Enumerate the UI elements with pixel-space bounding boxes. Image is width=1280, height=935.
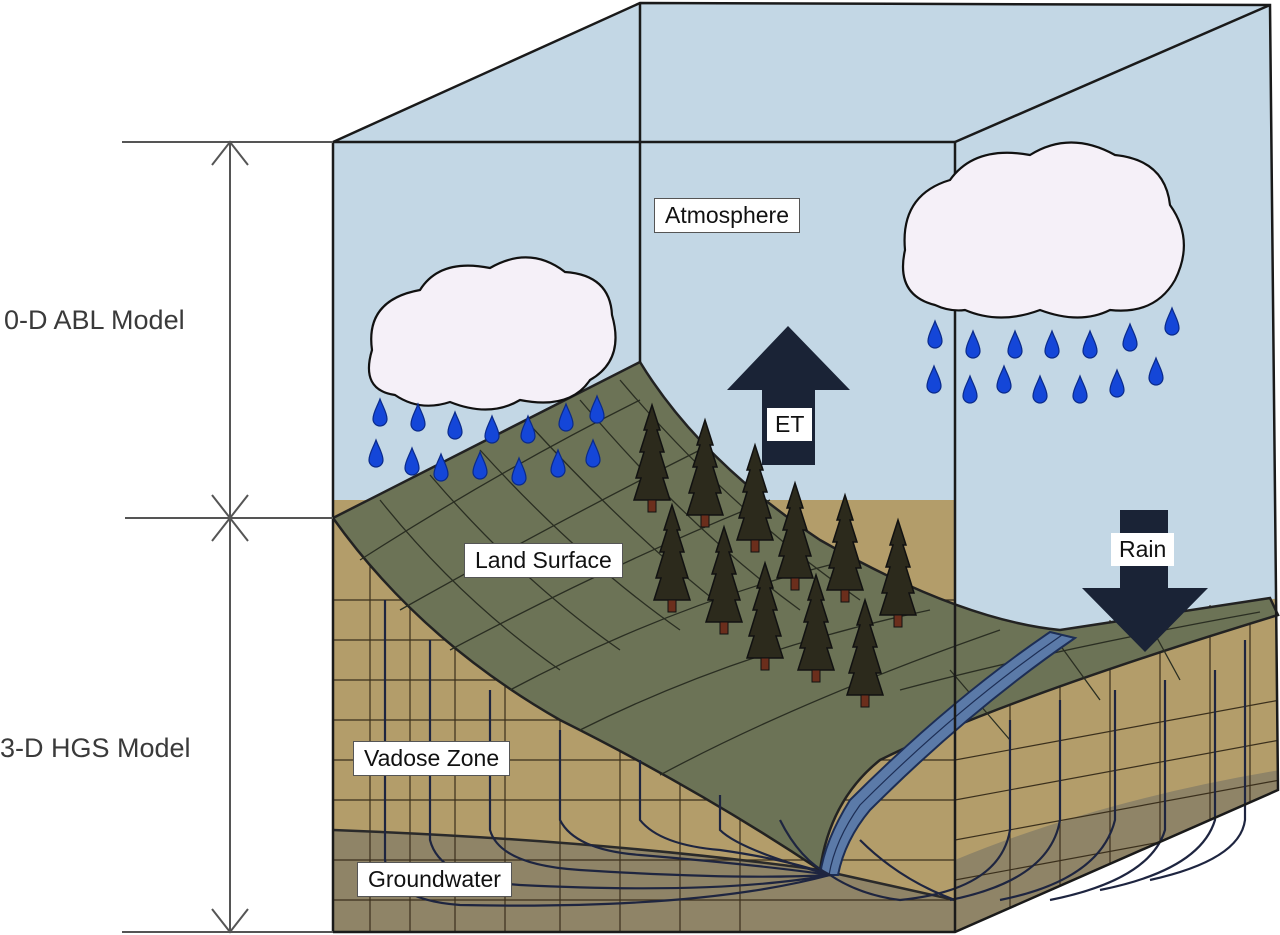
atmosphere-label: Atmosphere: [654, 198, 801, 233]
vadose-zone-label: Vadose Zone: [353, 741, 511, 776]
rain-label: Rain: [1111, 533, 1175, 566]
groundwater-flowlines: [383, 600, 1247, 907]
hgs-model-label: 3-D HGS Model: [0, 733, 191, 763]
groundwater-label: Groundwater: [357, 862, 512, 897]
cloud-left-icon: [367, 256, 617, 411]
land-surface-label: Land Surface: [464, 543, 623, 578]
abl-model-label: 0-D ABL Model: [4, 305, 185, 335]
et-arrow-icon: [727, 326, 850, 465]
cloud-right-icon: [901, 141, 1185, 319]
rain-arrow-icon: [1082, 510, 1208, 652]
et-label: ET: [767, 408, 813, 441]
scale-dimension-lines: [122, 140, 333, 934]
